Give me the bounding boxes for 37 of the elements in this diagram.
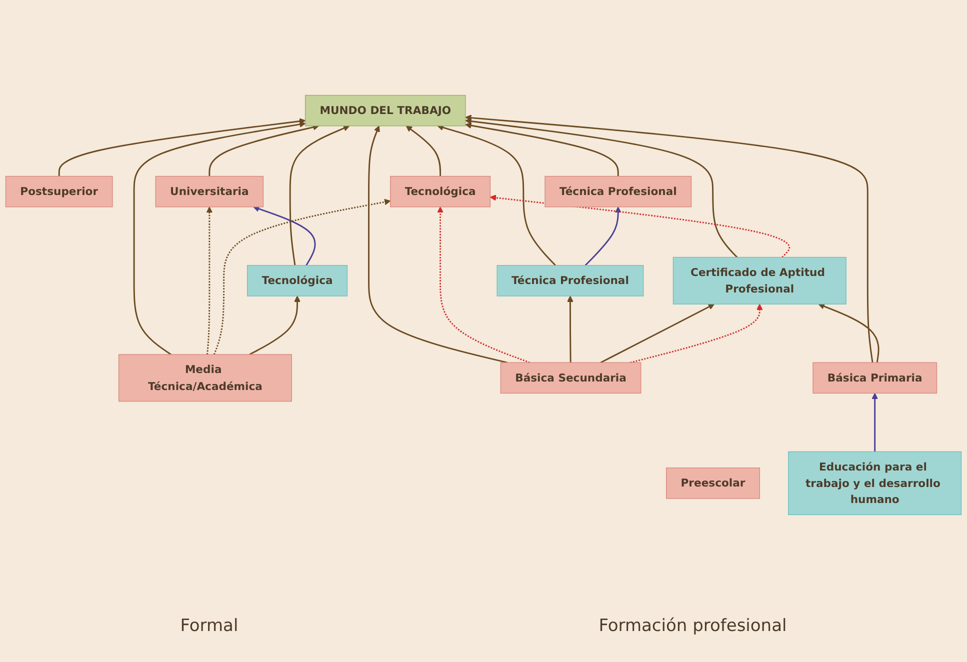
arrow <box>368 126 508 364</box>
node-box: Básica Secundaria <box>500 362 642 394</box>
arrow <box>567 296 574 363</box>
arrow <box>406 126 442 176</box>
arrow <box>289 125 350 266</box>
node-box: Media Técnica/Académica <box>118 354 292 402</box>
arrow <box>465 118 738 258</box>
node-box: Tecnológica <box>247 265 348 296</box>
arrow <box>818 303 880 363</box>
arrow <box>253 206 316 266</box>
node-box: Técnica Profesional <box>496 265 644 296</box>
arrow <box>490 194 790 258</box>
arrow <box>465 114 874 363</box>
node-box: Técnica Profesional <box>544 176 692 208</box>
node-box: Tecnológica <box>390 176 491 208</box>
arrow <box>584 206 622 266</box>
arrow <box>630 304 763 364</box>
arrow <box>437 206 530 364</box>
arrow <box>465 122 619 176</box>
node-box: Certificado de Aptitud Profesional <box>672 256 846 304</box>
node-box: Postsuperior <box>5 176 113 208</box>
arrow <box>208 124 320 176</box>
arrow <box>133 121 306 356</box>
arrow <box>872 392 878 452</box>
arrow <box>206 206 213 355</box>
node-box: Preescolar <box>666 468 760 499</box>
arrow <box>58 118 306 176</box>
arrow <box>437 124 556 266</box>
node-box: Educación para el trabajo y el desarrollo humano <box>788 451 962 516</box>
node-box: MUNDO DEL TRABAJO <box>304 94 466 126</box>
arrow <box>249 296 300 356</box>
arrow <box>600 304 715 364</box>
section-label: Formación profesional <box>598 616 787 636</box>
node-box: Básica Primaria <box>812 362 938 394</box>
section-label: Formal <box>180 616 238 636</box>
node-box: Universitaria <box>155 176 264 208</box>
arrow <box>214 198 391 355</box>
